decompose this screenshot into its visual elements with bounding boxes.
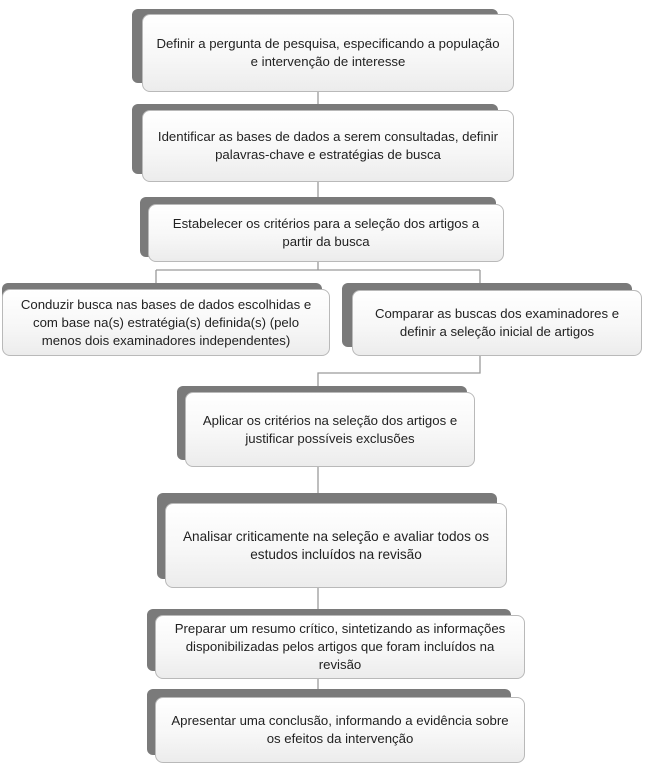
step-5-box: Aplicar os critérios na seleção dos arti… [185,392,475,467]
step-4a-box: Conduzir busca nas bases de dados escolh… [2,289,330,356]
step-7-box: Preparar um resumo crítico, sintetizando… [155,615,525,679]
step-1-text: Definir a pergunta de pesquisa, especifi… [156,36,500,69]
step-3-text: Estabelecer os critérios para a seleção … [172,216,480,249]
step-6-text: Analisar criticamente na seleção e avali… [182,528,490,562]
step-7-text: Preparar um resumo crítico, sintetizando… [174,621,506,672]
step-2-box: Identificar as bases de dados a serem co… [142,110,514,182]
connector-branch-split [155,262,481,283]
step-3-box: Estabelecer os critérios para a seleção … [148,204,504,262]
step-5-text: Aplicar os critérios na seleção dos arti… [202,412,458,446]
step-8-box: Apresentar uma conclusão, informando a e… [155,697,525,763]
connector-branch-merge [317,356,481,386]
step-2-text: Identificar as bases de dados a serem co… [157,129,499,162]
step-4b-box: Comparar as buscas dos examinadores e de… [352,290,642,356]
step-6-box: Analisar criticamente na seleção e avali… [165,503,507,588]
step-1-box: Definir a pergunta de pesquisa, especifi… [142,14,514,92]
step-4b-text: Comparar as buscas dos examinadores e de… [374,306,620,339]
step-8-text: Apresentar uma conclusão, informando a e… [171,713,509,746]
step-4a-text: Conduzir busca nas bases de dados escolh… [20,296,312,348]
